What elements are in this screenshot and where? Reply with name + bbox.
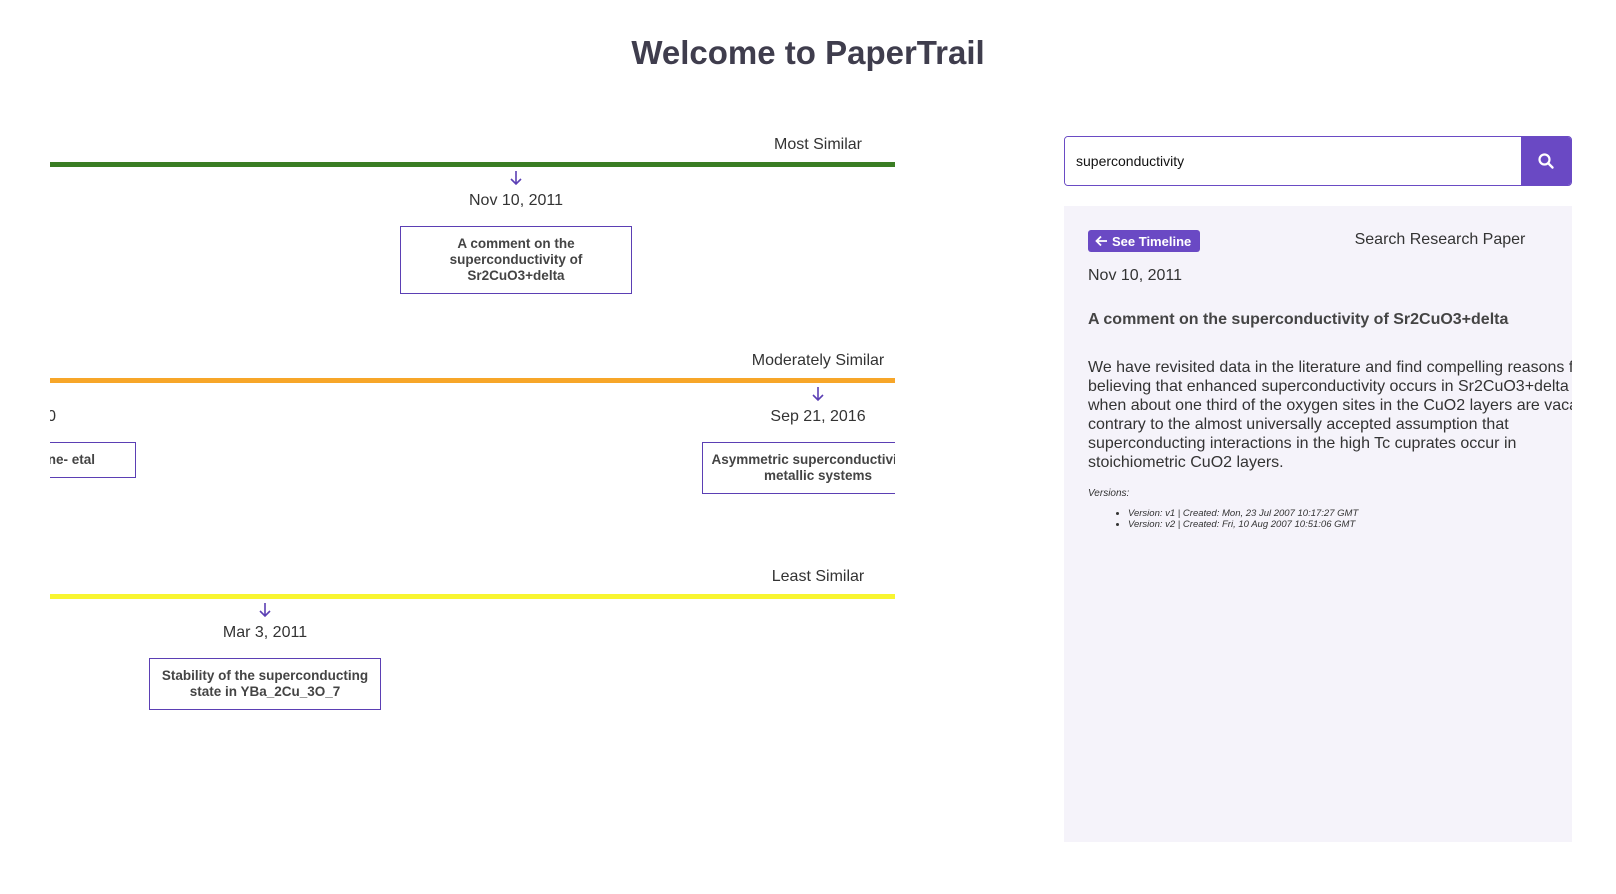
- arrow-down-icon: [812, 387, 824, 402]
- track-most-similar: Most Similar Nov 10, 2011 A comment on t…: [50, 120, 895, 320]
- track-label: Moderately Similar: [751, 352, 885, 369]
- search-button[interactable]: [1521, 137, 1571, 185]
- paper-details-panel: See Timeline Search Research Paper Nov 1…: [1064, 206, 1572, 842]
- event-date: Sep 21, 2016: [770, 408, 866, 425]
- event-date: 0: [50, 408, 56, 425]
- event-date: Mar 3, 2011: [222, 624, 308, 641]
- panel-heading: Search Research Paper: [1354, 231, 1526, 248]
- event-card[interactable]: Stability of the superconducting state i…: [149, 658, 381, 710]
- paper-abstract: We have revisited data in the literature…: [1088, 358, 1572, 472]
- event-date: Nov 10, 2011: [469, 192, 563, 209]
- event-card[interactable]: Asymmetric superconductivity in metallic…: [702, 442, 895, 494]
- abstract-line: stoichiometric CuO2 layers.: [1088, 454, 1284, 471]
- track-line-orange: [50, 378, 895, 383]
- event-card[interactable]: without si-one- etal: [50, 442, 136, 478]
- abstract-line: superconducting interactions in the high…: [1088, 435, 1517, 452]
- see-timeline-label: See Timeline: [1112, 233, 1192, 249]
- paper-title: A comment on the superconductivity of Sr…: [1088, 311, 1509, 328]
- abstract-line: believing that enhanced superconductivit…: [1088, 378, 1569, 395]
- abstract-line: when about one third of the oxygen sites…: [1088, 397, 1572, 414]
- track-label: Most Similar: [773, 136, 862, 153]
- track-label: Least Similar: [771, 568, 865, 585]
- arrow-left-icon: [1095, 235, 1107, 247]
- track-moderately-similar: Moderately Similar 0 without si-one- eta…: [50, 336, 895, 536]
- page-title: Welcome to PaperTrail: [631, 34, 985, 71]
- event-card[interactable]: A comment on the superconductivity of Sr…: [400, 226, 632, 294]
- search-input[interactable]: [1065, 137, 1521, 185]
- versions-label: Versions:: [1088, 488, 1130, 499]
- track-line-green: [50, 162, 895, 167]
- timeline-event[interactable]: Mar 3, 2011 Stability of the superconduc…: [145, 602, 385, 710]
- version-item: Version: v2 | Created: Fri, 10 Aug 2007 …: [1128, 519, 1358, 530]
- timeline-event[interactable]: Sep 21, 2016 Asymmetric superconductivit…: [698, 386, 895, 494]
- arrow-down-icon: [259, 603, 271, 618]
- search-icon: [1538, 153, 1554, 169]
- versions-list: Version: v1 | Created: Mon, 23 Jul 2007 …: [1128, 508, 1358, 530]
- abstract-line: We have revisited data in the literature…: [1088, 359, 1572, 376]
- timeline-event[interactable]: Nov 10, 2011 A comment on the supercondu…: [396, 170, 636, 294]
- timeline-event[interactable]: 0 without si-one- etal: [50, 386, 140, 478]
- track-least-similar: Least Similar Mar 3, 2011 Stability of t…: [50, 552, 895, 740]
- version-item: Version: v1 | Created: Mon, 23 Jul 2007 …: [1128, 508, 1358, 519]
- see-timeline-button[interactable]: See Timeline: [1088, 230, 1201, 252]
- paper-date: Nov 10, 2011: [1088, 267, 1182, 284]
- arrow-down-icon: [510, 171, 522, 186]
- abstract-line: contrary to the almost universally accep…: [1088, 416, 1509, 433]
- timeline-area: Most Similar Nov 10, 2011 A comment on t…: [50, 120, 895, 740]
- track-line-yellow: [50, 594, 895, 599]
- search-bar: [1064, 136, 1572, 186]
